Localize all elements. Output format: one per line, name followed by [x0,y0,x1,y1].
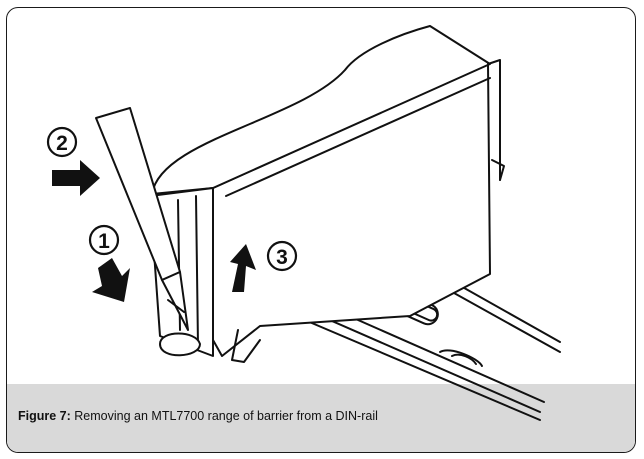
screwdriver-tool [95,107,189,331]
figure-label: Figure 7: [18,409,71,423]
push-right-arrow-icon [52,160,100,196]
step-3-number: 3 [276,246,288,269]
barrier-module [149,25,505,363]
step-3-marker: 3 [266,240,298,272]
step-1-marker: 1 [88,224,120,256]
step-1-number: 1 [98,230,110,253]
step-2-number: 2 [56,132,68,155]
pull-down-arrow-icon [92,258,130,302]
figure-caption: Figure 7: Removing an MTL7700 range of b… [18,408,488,424]
step-2-marker: 2 [46,126,78,158]
lift-up-arrow-icon [230,244,256,292]
figure-caption-text: Removing an MTL7700 range of barrier fro… [74,409,378,423]
